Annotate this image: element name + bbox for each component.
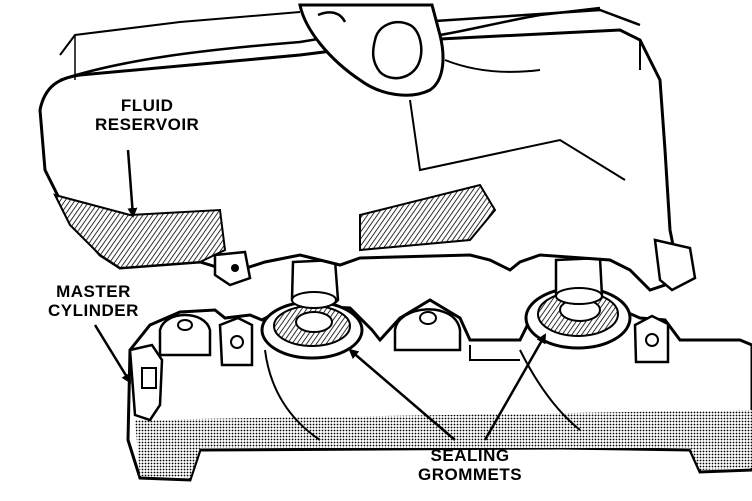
sealing-grommets-label-line1: SEALING <box>430 446 510 465</box>
fluid-reservoir-label-line1: FLUID <box>120 96 174 115</box>
leader-lines <box>93 149 547 441</box>
left-sealing-grommet <box>260 300 364 360</box>
master-cylinder-shading <box>135 410 752 478</box>
master-cylinder-label-line2: CYLINDER <box>48 301 139 320</box>
fluid-reservoir-label-line2: RESERVOIR <box>95 115 200 134</box>
master-cylinder-label: MASTER CYLINDER <box>48 282 139 320</box>
sealing-grommets-label: SEALING GROMMETS <box>418 446 522 484</box>
fluid-reservoir <box>38 8 697 292</box>
sealing-grommets-label-line2: GROMMETS <box>418 465 523 484</box>
reservoir-nozzles <box>290 256 604 309</box>
right-sealing-grommet <box>524 286 632 350</box>
reservoir-shading-right <box>359 183 497 252</box>
technician-hand <box>298 3 601 97</box>
fluid-reservoir-label: FLUID RESERVOIR <box>95 96 199 134</box>
reservoir-shading-left <box>53 193 227 270</box>
master-cylinder-label-line1: MASTER <box>56 282 131 301</box>
